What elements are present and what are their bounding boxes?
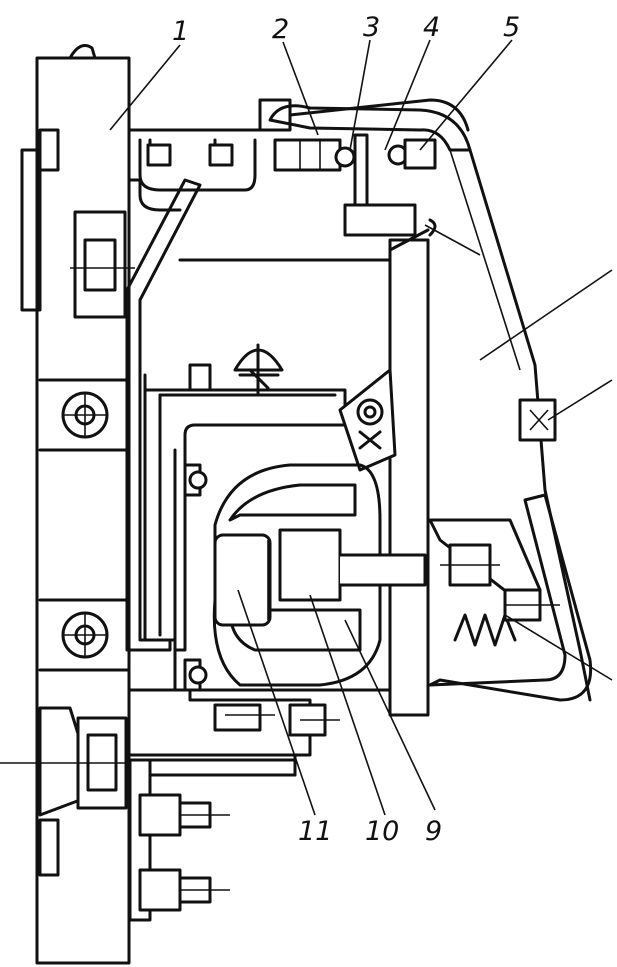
cover-top-edge — [268, 104, 472, 152]
cover-lower-edge — [428, 493, 593, 702]
leader-lines — [109, 39, 613, 816]
coil-winding — [183, 463, 382, 692]
callout-10: 10 — [365, 816, 399, 847]
callout-9: 9 — [425, 816, 442, 847]
armature-pivot — [338, 368, 397, 472]
callout-1: 1 — [172, 16, 189, 47]
magnet-yoke — [143, 373, 392, 692]
callout-3: 3 — [363, 12, 380, 43]
mounting-bolt-upper — [70, 210, 135, 319]
lower-terminal-block — [127, 688, 340, 922]
terminal-studs — [138, 793, 230, 912]
adjusting-screw — [188, 343, 284, 397]
armature-frame — [178, 228, 430, 717]
core-pieces — [213, 528, 427, 627]
callout-11: 11 — [298, 816, 332, 847]
return-spring — [428, 518, 560, 647]
base-plate — [20, 44, 131, 965]
callout-4: 4 — [423, 12, 440, 43]
callout-2: 2 — [272, 14, 289, 45]
cover-body — [424, 148, 592, 702]
mounting-bolt-lower — [0, 706, 140, 817]
contact-assembly — [273, 133, 437, 237]
callout-5: 5 — [503, 12, 520, 43]
